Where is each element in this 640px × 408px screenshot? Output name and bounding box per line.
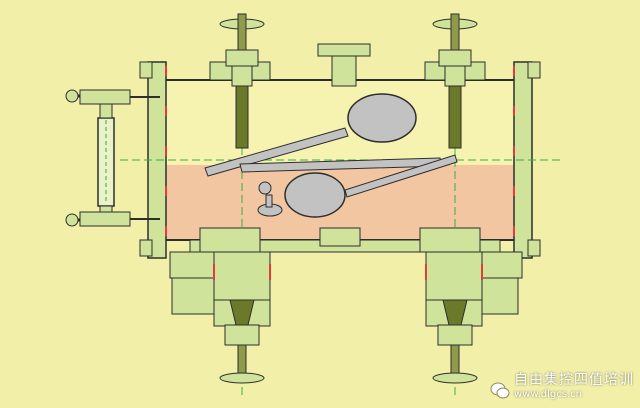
seal-marks [213,264,483,280]
watermark: 自由集控四值培训 www.dlgcs.cn [490,369,634,400]
watermark-text: 自由集控四值培训 [514,372,634,388]
right-discharge-valve [425,251,523,384]
left-top-handwheel [219,13,265,149]
left-float-ball [347,93,417,143]
bottom-casing [189,227,501,253]
right-float-ball [284,172,346,218]
watermark-url: www.dlgcs.cn [514,389,582,400]
top-vent-nozzle [317,43,371,87]
small-float-pieces [257,181,283,217]
left-gauge-glass [65,89,160,227]
wechat-icon [490,382,510,399]
right-float-lever [239,154,458,218]
right-top-handwheel [432,13,478,149]
left-discharge-valve [169,251,271,384]
